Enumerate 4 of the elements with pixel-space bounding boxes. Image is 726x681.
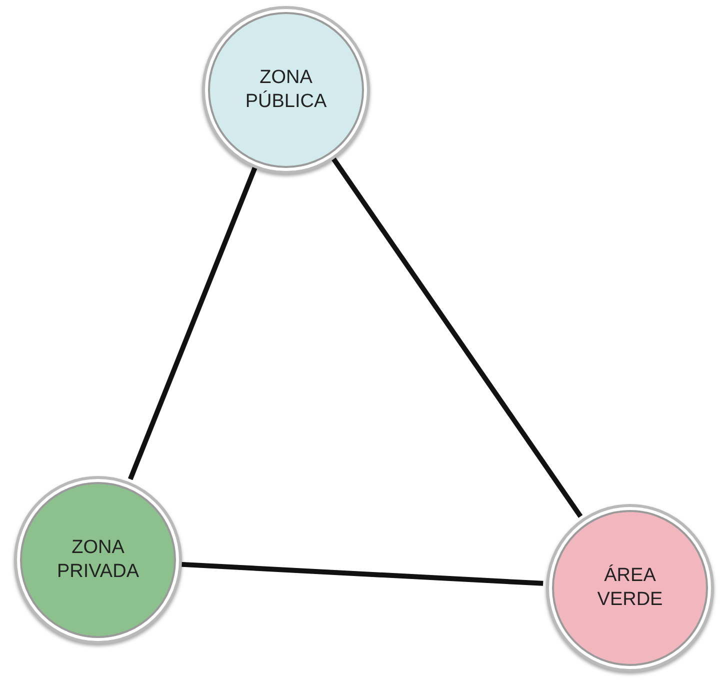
node-label: ZONA PRIVADA <box>56 536 140 584</box>
connector-line <box>330 156 583 518</box>
node-label: ÁREA VERDE <box>596 564 664 612</box>
node-label: ZONA PÚBLICA <box>244 66 328 114</box>
